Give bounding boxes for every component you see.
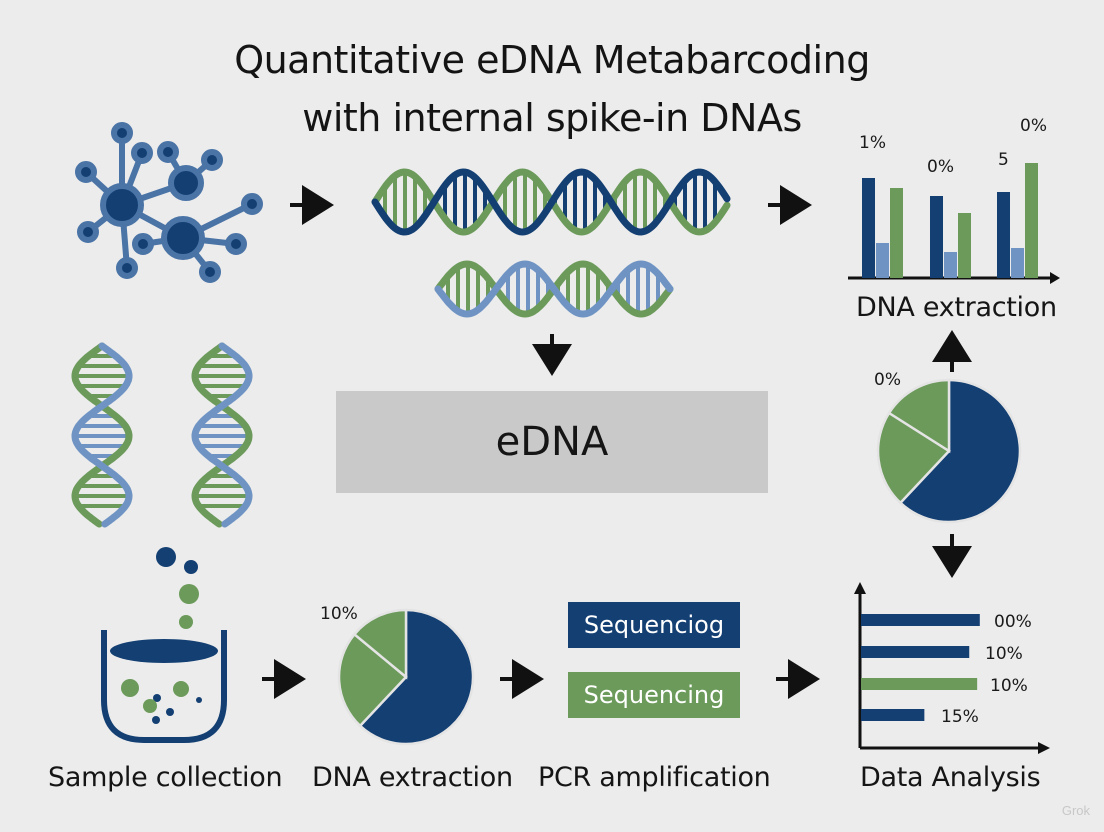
helix-strand xyxy=(371,168,731,236)
step-label-pcr-amplification: PCR amplification xyxy=(538,762,771,793)
step-label-dna-extraction: DNA extraction xyxy=(312,762,513,793)
top-bar-chart xyxy=(848,163,1060,284)
bar-data-label-4: 0% xyxy=(1020,116,1047,136)
bar xyxy=(1025,163,1038,278)
bottom-pie-chart xyxy=(337,608,475,746)
dna-helix-vertical-left xyxy=(71,342,133,528)
step-label-data-analysis: Data Analysis xyxy=(860,762,1041,793)
edna-box: eDNA xyxy=(336,391,768,493)
hbar xyxy=(861,709,925,721)
molecule-network-icon xyxy=(75,122,263,283)
sequencing-box-bottom-label: Sequencing xyxy=(583,681,725,709)
helix-strand xyxy=(71,342,133,528)
sequencing-box-bottom: Sequencing xyxy=(568,672,740,718)
pie-slice xyxy=(887,378,951,454)
sequencing-box-top: Sequenciog xyxy=(568,602,740,648)
hbar xyxy=(861,678,978,690)
x-axis-arrowhead xyxy=(1038,742,1050,754)
hbar-label-4: 15% xyxy=(941,707,979,727)
hbar-label-1: 00% xyxy=(994,612,1032,632)
hbar xyxy=(861,646,970,658)
bar xyxy=(1011,248,1024,278)
right-pie-label: 0% xyxy=(874,370,901,390)
bar xyxy=(944,252,957,278)
hbar-label-3: 10% xyxy=(990,676,1028,696)
helix-strand xyxy=(191,342,253,528)
step-label-dna-extraction-top: DNA extraction xyxy=(856,292,1057,323)
pie-slice xyxy=(876,411,951,505)
bar xyxy=(862,178,875,278)
bar xyxy=(930,196,943,278)
bar-data-label-1: 1% xyxy=(859,133,886,153)
bottom-pie-label: 10% xyxy=(320,604,358,624)
helix-strand xyxy=(71,342,133,528)
edna-box-label: eDNA xyxy=(495,419,609,465)
sequencing-box-top-label: Sequenciog xyxy=(583,611,725,639)
title-line-1: Quantitative eDNA Metabarcoding xyxy=(234,38,870,82)
x-axis-arrowhead xyxy=(1050,272,1060,284)
hbar xyxy=(861,614,980,626)
y-axis-arrowhead xyxy=(854,582,866,594)
data-analysis-bar-chart xyxy=(854,582,1050,754)
right-pie-chart xyxy=(876,378,1022,524)
dna-helix-large xyxy=(371,168,731,236)
helix-strand xyxy=(191,342,253,528)
bar xyxy=(876,243,889,278)
watermark: Grok xyxy=(1061,803,1090,818)
sample-beaker-icon xyxy=(101,547,227,743)
step-label-sample-collection: Sample collection xyxy=(48,762,283,793)
title-line-2: with internal spike-in DNAs xyxy=(302,96,802,140)
hbar-label-2: 10% xyxy=(985,644,1023,664)
helix-strand xyxy=(434,260,674,318)
flow-arrows xyxy=(262,185,972,699)
pie-slice xyxy=(352,608,408,680)
bar xyxy=(958,213,971,278)
bar-data-label-3: 5 xyxy=(998,150,1009,170)
bar xyxy=(997,192,1010,278)
pie-slice xyxy=(358,608,475,746)
bar-data-label-2: 0% xyxy=(927,157,954,177)
dna-helix-vertical-right xyxy=(191,342,253,528)
bar xyxy=(890,188,903,278)
pie-slice xyxy=(898,378,1022,524)
dna-helix-small xyxy=(434,260,674,318)
pie-slice xyxy=(337,632,408,728)
